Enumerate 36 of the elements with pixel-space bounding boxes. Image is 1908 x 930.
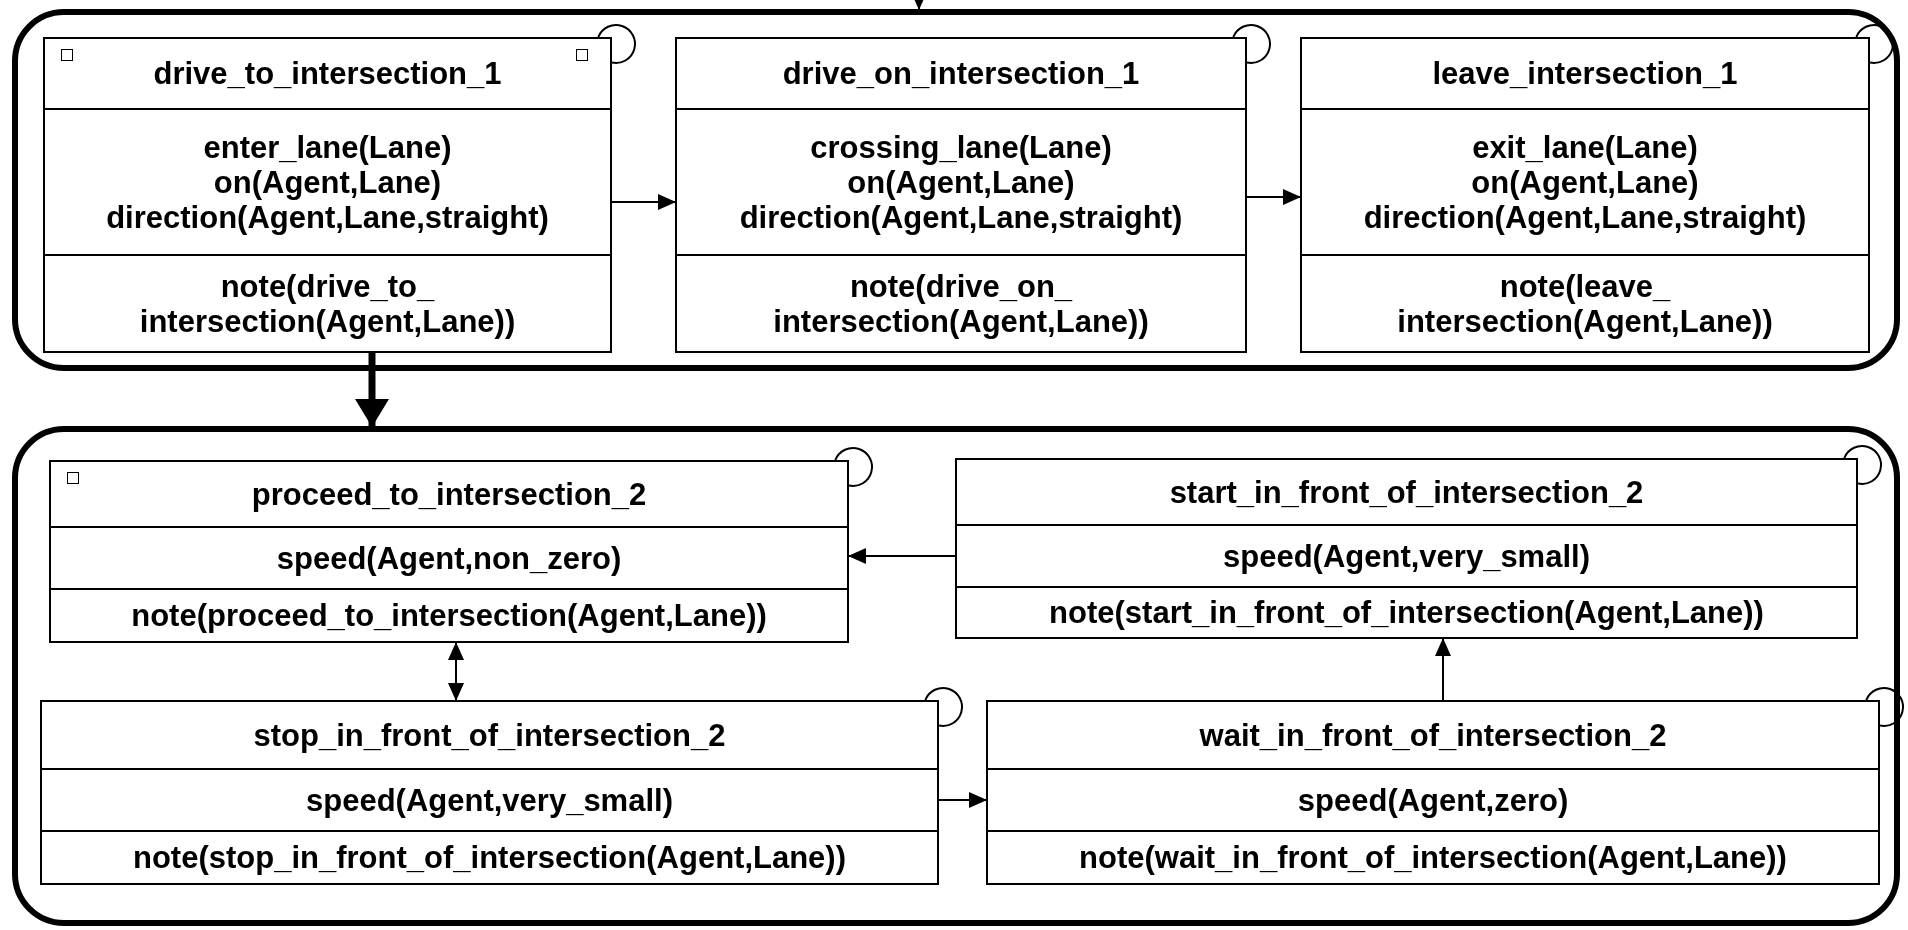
state-condition: exit_lane(Lane) on(Agent,Lane) direction(Agent,Lane,straight)	[1363, 129, 1807, 235]
arrow	[611, 194, 676, 210]
state-note: note(start_in_front_of_intersection(Agent,Lane))	[1049, 595, 1764, 630]
state-box	[675, 37, 1247, 353]
state-box	[43, 37, 612, 353]
state-condition: speed(Agent,zero)	[1297, 782, 1569, 818]
arrow	[355, 353, 389, 427]
state-note: note(stop_in_front_of_intersection(Agent,Lane))	[133, 840, 846, 875]
state-name: wait_in_front_of_intersection_2	[1199, 717, 1667, 753]
arrow	[848, 548, 956, 564]
state-condition: speed(Agent,non_zero)	[276, 540, 622, 576]
state-box	[986, 700, 1880, 885]
state-condition: speed(Agent,very_small)	[306, 782, 673, 818]
state-box	[1300, 37, 1870, 353]
state-group-box	[12, 9, 1900, 371]
state-note: note(proceed_to_intersection(Agent,Lane))	[131, 598, 767, 633]
state-condition: speed(Agent,very_small)	[1223, 538, 1590, 574]
state-condition: crossing_lane(Lane) on(Agent,Lane) direction(Agent,Lane,straight)	[739, 129, 1183, 235]
arrow	[938, 792, 987, 808]
state-box	[955, 458, 1858, 639]
state-box	[49, 460, 849, 643]
arrow	[1435, 638, 1451, 701]
state-name: proceed_to_intersection_2	[251, 476, 647, 512]
state-name: drive_to_intersection_1	[153, 56, 502, 91]
arrow	[448, 642, 464, 701]
state-name: leave_intersection_1	[1432, 56, 1738, 91]
state-name: start_in_front_of_intersection_2	[1169, 474, 1644, 510]
state-note: note(wait_in_front_of_intersection(Agent,Lane))	[1079, 840, 1787, 875]
arrow	[1246, 189, 1301, 205]
state-condition: enter_lane(Lane) on(Agent,Lane) direction(Agent,Lane,straight)	[106, 129, 549, 235]
state-name: stop_in_front_of_intersection_2	[253, 717, 726, 753]
state-note: note(leave_ intersection(Agent,Lane))	[1397, 268, 1773, 339]
state-note: note(drive_to_ intersection(Agent,Lane))	[139, 268, 516, 339]
state-note: note(drive_on_ intersection(Agent,Lane))	[773, 268, 1149, 339]
state-box	[40, 700, 939, 885]
state-name: drive_on_intersection_1	[782, 56, 1140, 91]
